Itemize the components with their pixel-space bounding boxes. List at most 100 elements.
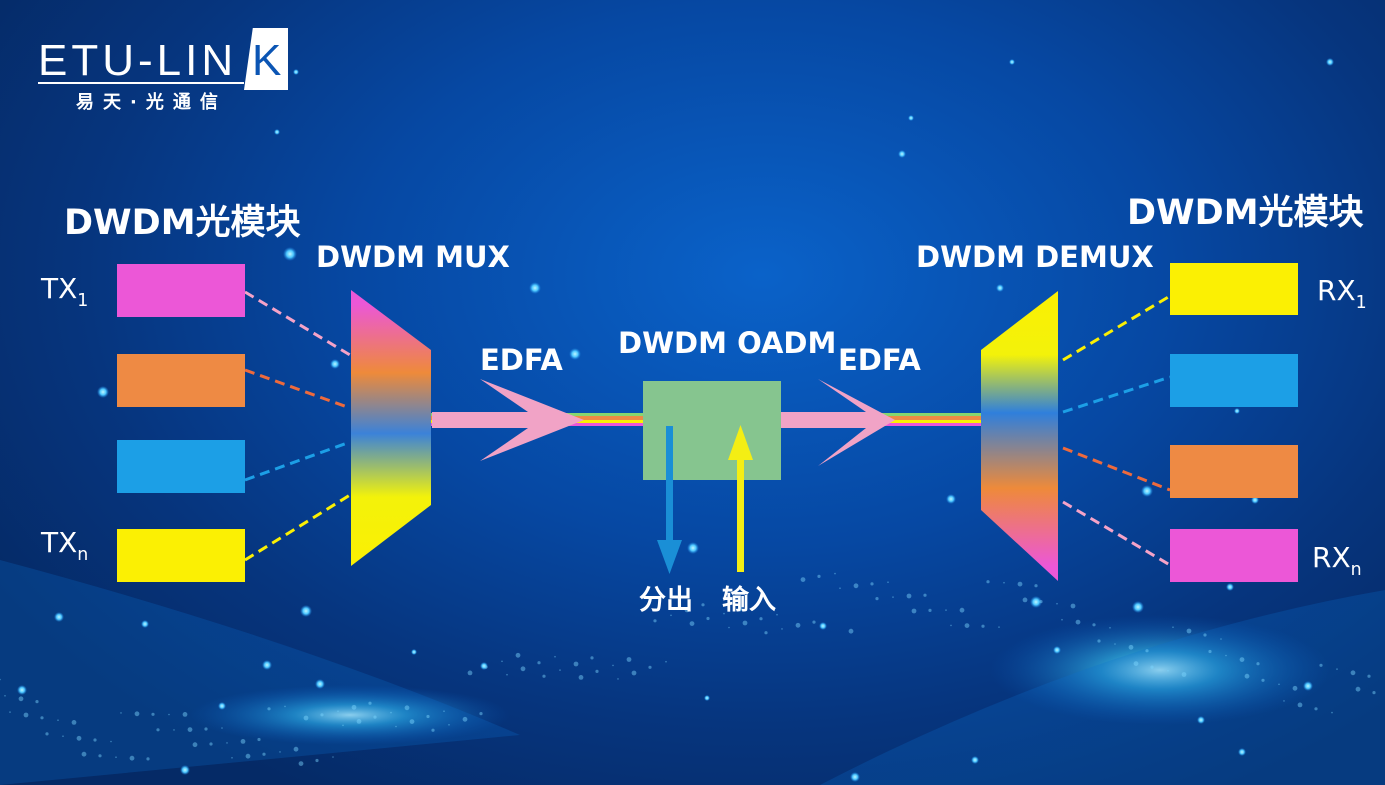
- wave-particle: [462, 716, 468, 722]
- background-dot: [971, 756, 979, 764]
- wave-particle: [1039, 600, 1043, 604]
- wave-particle: [337, 710, 339, 712]
- wave-particle: [368, 701, 372, 705]
- wave-particle: [1133, 661, 1139, 666]
- wave-particle: [479, 712, 483, 716]
- wave-particle: [115, 756, 117, 758]
- wave-particle: [554, 655, 556, 658]
- wave-particle: [120, 712, 122, 714]
- drop-arrow: [657, 426, 682, 574]
- wave-particle: [1150, 665, 1154, 669]
- tx-module-1: [117, 264, 245, 317]
- background-dot: [1303, 681, 1313, 691]
- wave-particle: [245, 753, 251, 759]
- background-dot: [274, 129, 280, 135]
- wave-particle: [151, 712, 155, 716]
- wave-particle: [221, 727, 223, 729]
- wave-particle: [71, 720, 77, 725]
- logo-subtitle: 易天·光通信: [76, 92, 227, 113]
- background-dot: [300, 605, 312, 617]
- wave-particle: [559, 669, 561, 671]
- edfa-arrow-left: [432, 379, 584, 461]
- wave-particle: [986, 580, 990, 584]
- wave-particle: [728, 626, 730, 629]
- wave-particle: [776, 613, 778, 616]
- wave-particle: [1372, 691, 1376, 695]
- background-dot: [283, 247, 297, 261]
- background-dot: [704, 695, 710, 701]
- wave-particle: [76, 735, 82, 741]
- rx-modules: [1170, 263, 1298, 582]
- wave-particle: [320, 713, 324, 717]
- background-dot: [529, 282, 541, 294]
- wave-particle: [1367, 674, 1371, 678]
- tx-last-label: TXn: [41, 526, 88, 565]
- rx-fiber-lines: [1062, 294, 1171, 567]
- wave-particle: [9, 711, 11, 713]
- background-dot: [330, 359, 340, 369]
- wave-particle: [742, 620, 748, 626]
- wave-particle: [303, 715, 309, 721]
- wave-particle: [209, 742, 213, 746]
- logo-wordmark: ETU-LIN: [38, 36, 238, 85]
- background-dots: [0, 58, 1376, 782]
- wave-particle: [1203, 633, 1207, 637]
- wave-particle: [520, 666, 526, 672]
- rx-first-label: RX1: [1317, 274, 1367, 313]
- wave-particle: [1181, 672, 1187, 677]
- wave-particle: [404, 705, 410, 711]
- wave-particle: [759, 617, 763, 621]
- wave-particle: [18, 696, 24, 702]
- wave-particle: [800, 577, 806, 582]
- wave-particle: [35, 700, 39, 704]
- module-label-right: DWDM光模块: [1127, 193, 1364, 233]
- wave-particle: [950, 624, 952, 627]
- wave-particle: [665, 660, 667, 663]
- tx-last-base: TX: [41, 526, 78, 559]
- tx-line-1: [244, 290, 351, 357]
- wave-particle: [0, 678, 1, 681]
- wave-particle: [578, 675, 584, 680]
- wave-particle: [542, 674, 546, 678]
- background-dot: [315, 679, 325, 689]
- wave-particle: [612, 664, 614, 667]
- wave-particle: [1208, 649, 1212, 654]
- wave-particle: [40, 716, 44, 720]
- wave-particle: [431, 728, 435, 732]
- tx-line-4: [244, 493, 351, 562]
- tx-line-2: [244, 368, 351, 410]
- logo-wordmark-k: K: [252, 36, 282, 85]
- rx-first-sub: 1: [1355, 292, 1367, 313]
- oadm-block: [643, 381, 781, 480]
- wave-particle: [945, 609, 947, 611]
- background-dot: [569, 348, 581, 360]
- wave-particle: [795, 622, 801, 628]
- wave-particle: [1003, 581, 1005, 584]
- tx-first-label: TX1: [41, 272, 88, 311]
- background-dot: [17, 685, 27, 695]
- background-dot: [141, 620, 149, 628]
- module-label-left: DWDM光模块: [64, 203, 301, 243]
- wave-particle: [964, 623, 970, 628]
- wave-particle: [653, 619, 657, 623]
- rx-module-4: [1170, 529, 1298, 582]
- background-glows: [0, 560, 1385, 785]
- background-dot: [180, 765, 190, 775]
- background-dot: [293, 69, 299, 75]
- wave-particle: [315, 758, 319, 763]
- rx-last-sub: n: [1350, 559, 1362, 580]
- wave-particle: [1022, 597, 1028, 603]
- wave-particle: [1186, 628, 1192, 634]
- wave-particle: [168, 713, 170, 716]
- background-dot: [898, 150, 906, 158]
- wave-particle: [98, 754, 102, 758]
- background-dot: [54, 612, 64, 622]
- background-dot: [908, 115, 914, 121]
- wave-particle: [1114, 643, 1116, 645]
- tx-module-2: [117, 354, 245, 407]
- wave-particle: [342, 724, 344, 727]
- wave-particle: [134, 711, 140, 717]
- wave-particle: [390, 711, 392, 714]
- wave-particle: [1350, 670, 1356, 676]
- wave-particle: [723, 612, 725, 615]
